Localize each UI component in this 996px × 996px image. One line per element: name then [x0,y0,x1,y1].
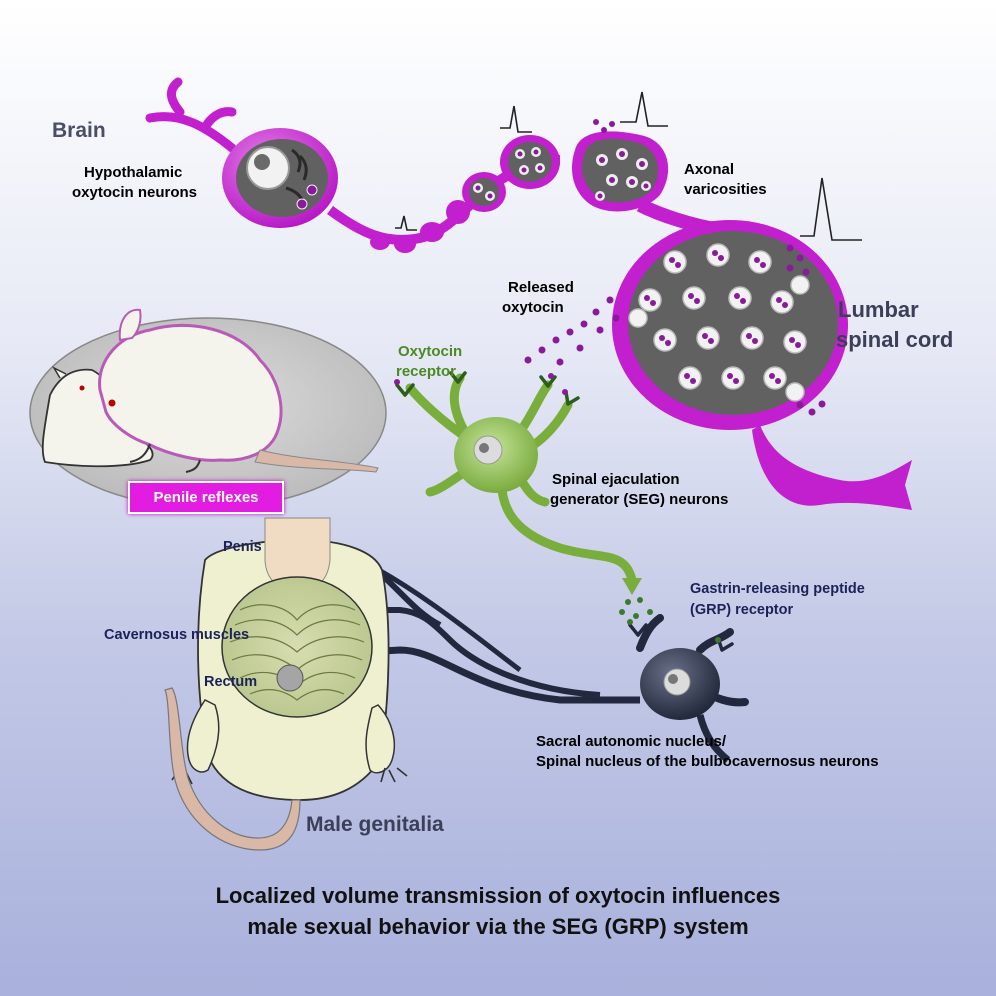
label-grp-line1: Gastrin-releasing peptide [690,581,865,597]
label-rectum: Rectum [204,674,258,690]
male-genitalia-illustration [164,517,408,851]
penile-reflexes-badge: Penile reflexes [128,481,284,514]
label-oxytocin-neurons: oxytocin neurons [72,184,198,201]
seg-neuron [394,371,653,619]
caption-line2: male sexual behavior via the SEG (GRP) s… [247,914,749,939]
figure-caption: Localized volume transmission of oxytoci… [0,880,996,942]
label-seg-line2: generator (SEG) neurons [550,491,729,508]
label-spinal-cord: spinal cord [836,327,954,352]
motor-neuron [285,545,749,763]
label-oxytocin-receptor-line2: receptor [396,363,457,380]
label-brain: Brain [52,119,106,142]
label-sacral-line2: Spinal nucleus of the bulbocavernosus ne… [536,753,879,770]
action-potential-spikes [395,91,862,241]
label-cavernosus-muscles: Cavernosus muscles [104,627,250,643]
caption-line1: Localized volume transmission of oxytoci… [215,883,781,908]
label-oxytocin: oxytocin [502,299,564,316]
label-sacral-line1: Sacral autonomic nucleus/ [536,733,727,750]
oxytocin-neuron [145,77,912,510]
label-penis: Penis [223,539,262,555]
label-hypothalamic: Hypothalamic [84,164,183,181]
label-axonal: Axonal [684,161,735,178]
label-released: Released [508,279,574,296]
rat-mating-illustration [29,308,387,509]
label-varicosities: varicosities [684,181,767,198]
label-male-genitalia: Male genitalia [306,813,444,836]
label-oxytocin-receptor-line1: Oxytocin [398,343,463,360]
label-seg-line1: Spinal ejaculation [552,471,680,488]
label-lumbar: Lumbar [838,297,919,322]
label-grp-line2: (GRP) receptor [690,602,794,618]
